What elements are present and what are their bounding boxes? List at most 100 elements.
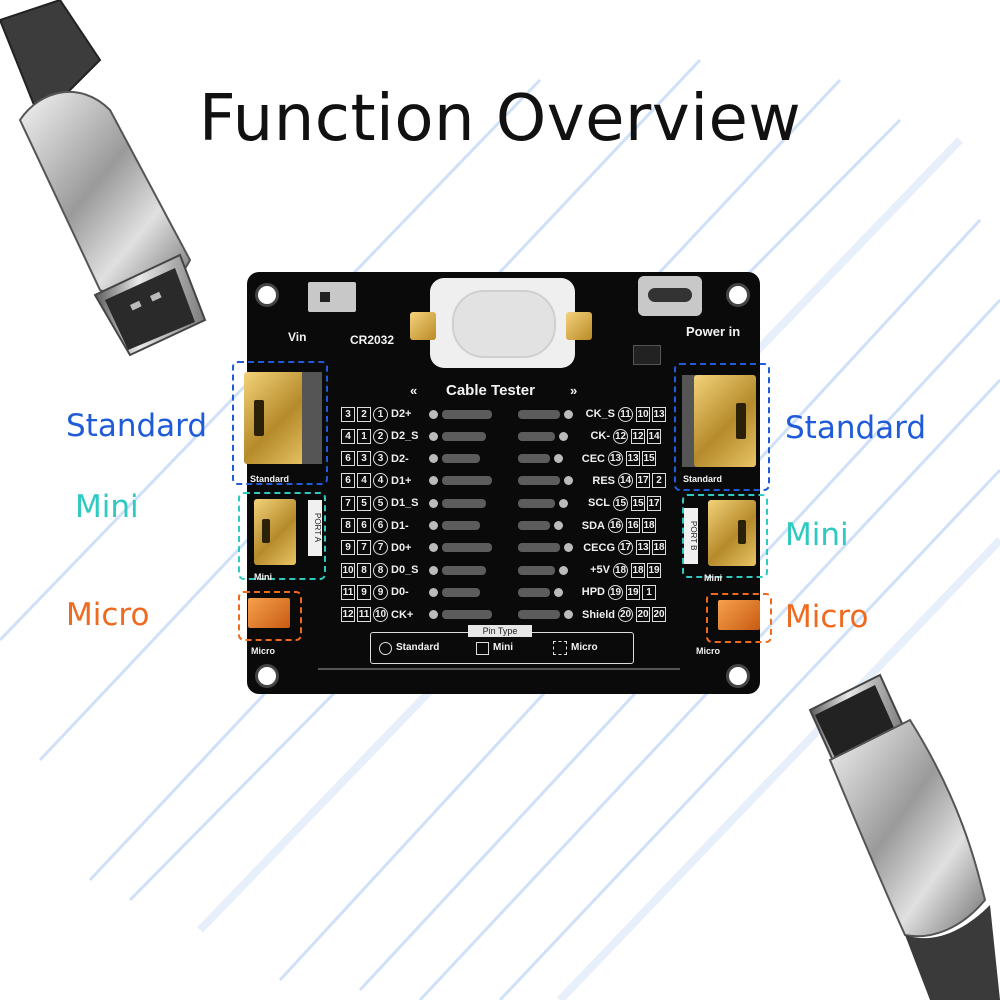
mini-square-icon — [476, 642, 489, 655]
pin-led — [554, 454, 563, 464]
hdmi-standard-port-a[interactable] — [244, 372, 308, 464]
pin-led — [559, 565, 568, 575]
hdmi-mini-port-a[interactable] — [254, 499, 296, 565]
pin-micro-number: 15 — [642, 451, 656, 467]
pin-micro-number: 3 — [341, 406, 355, 422]
pin-micro-number: 2 — [652, 473, 666, 489]
pin-name: D1_S — [391, 497, 419, 510]
usb-c-power-port[interactable] — [638, 276, 702, 316]
pin-mini-number: 10 — [636, 406, 650, 422]
silk-micro-left: Micro — [251, 646, 276, 656]
pin-mini-number: 12 — [631, 428, 645, 444]
pin-led — [429, 431, 438, 441]
battery-label: CR2032 — [350, 333, 395, 347]
pin-name: D0- — [391, 586, 409, 599]
pin-trace — [518, 610, 560, 620]
hdmi-standard-port-b[interactable] — [694, 375, 756, 467]
pin-name: D2- — [391, 452, 409, 465]
pin-led — [559, 431, 568, 441]
hdmi-mini-port-b[interactable] — [708, 500, 756, 566]
silk-mini-right: Mini — [704, 573, 722, 583]
pin-trace — [442, 476, 492, 486]
pin-led — [554, 521, 563, 530]
pin-trace — [442, 498, 486, 508]
pin-micro-number: 10 — [341, 562, 355, 578]
pin-trace — [518, 431, 555, 441]
pin-micro-number: 18 — [642, 518, 656, 533]
hdmi-micro-port-a[interactable] — [248, 598, 290, 628]
pin-name: +5V — [590, 564, 610, 577]
pin-trace — [442, 587, 480, 597]
silk-standard-right: Standard — [683, 474, 723, 484]
left-arrow: « — [410, 383, 418, 398]
legend-mini: Mini — [493, 642, 513, 653]
pin-standard-number: 3 — [373, 451, 388, 467]
pin-trace — [518, 498, 555, 508]
pin-name: D0+ — [391, 541, 412, 554]
pin-micro-number: 11 — [341, 584, 355, 600]
standard-highlight-right — [674, 363, 770, 491]
pin-led — [429, 409, 438, 419]
hdmi-micro-port-b[interactable] — [718, 600, 760, 630]
pin-mini-number: 2 — [357, 406, 371, 422]
micro-dashed-icon — [553, 641, 567, 655]
pin-standard-number: 12 — [613, 428, 628, 444]
label-mini-left: Mini — [75, 489, 139, 525]
mount-hole — [726, 283, 750, 307]
pin-micro-number: 9 — [341, 540, 355, 556]
pin-trace — [442, 409, 492, 419]
pin-name: D1+ — [391, 474, 412, 487]
power-in-label: Power in — [686, 324, 741, 339]
pin-standard-number: 2 — [373, 428, 388, 444]
pin-micro-number: 12 — [341, 607, 355, 623]
port-bracket — [302, 372, 322, 464]
pin-micro-number: 14 — [647, 428, 661, 444]
pin-trace — [442, 431, 486, 441]
pin-trace — [442, 521, 480, 530]
pin-name: CECG — [583, 541, 615, 554]
power-switch[interactable] — [308, 282, 356, 312]
vin-label: Vin — [288, 330, 307, 344]
pin-standard-number: 18 — [613, 562, 628, 578]
pin-standard-number: 17 — [618, 540, 633, 556]
pin-trace — [518, 521, 550, 530]
pin-name: SCL — [588, 497, 610, 510]
pin-name: D2+ — [391, 408, 412, 420]
label-standard-left: Standard — [66, 408, 208, 444]
standard-highlight-left — [232, 361, 328, 485]
mount-hole — [726, 664, 750, 688]
pin-trace — [518, 587, 550, 597]
pin-mini-number: 8 — [357, 562, 371, 578]
pin-led — [429, 498, 438, 508]
pin-name: D2_S — [391, 430, 419, 443]
pin-name: HPD — [581, 586, 605, 599]
pin-mini-number: 13 — [636, 540, 650, 556]
mount-hole — [255, 283, 279, 307]
pin-led — [429, 543, 438, 553]
pin-name: CEC — [581, 452, 605, 465]
pin-name: SDA — [581, 519, 605, 532]
pin-led — [564, 409, 573, 419]
hdmi-cable-top-left — [0, 0, 207, 357]
pin-standard-number: 15 — [613, 495, 628, 511]
legend-standard: Standard — [396, 642, 440, 653]
pin-led — [429, 587, 438, 597]
pin-name: CK+ — [391, 608, 414, 621]
pin-micro-number: 1 — [642, 584, 656, 600]
silk-mini-left: Mini — [254, 572, 272, 582]
label-micro-right: Micro — [785, 599, 869, 635]
legend-tag: Pin Type — [468, 625, 532, 637]
micro-highlight-left — [238, 591, 302, 641]
pin-micro-number: 6 — [341, 473, 355, 489]
pin-mini-number: 3 — [357, 451, 371, 467]
